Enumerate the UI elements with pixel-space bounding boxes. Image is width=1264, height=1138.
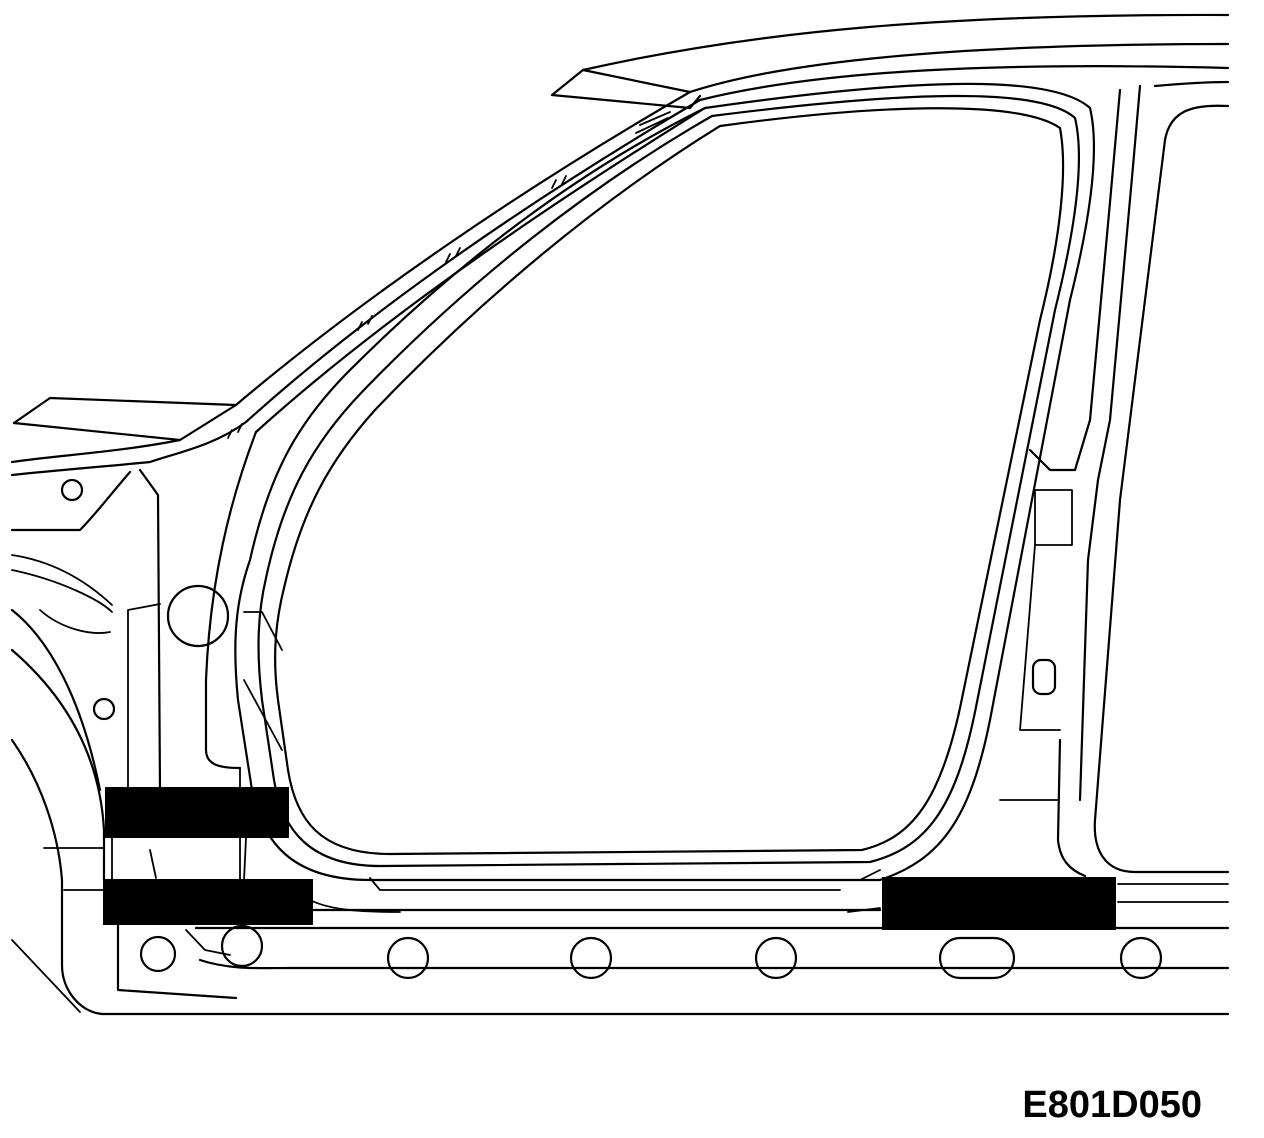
cowl-upper-line <box>10 438 182 464</box>
sill-lower-line-1 <box>198 958 1230 970</box>
cowl-lower-line <box>10 460 152 477</box>
fender-small-hole <box>92 697 116 721</box>
roof-rail-outer-line <box>581 13 1230 72</box>
fender-lower-flange <box>43 847 105 891</box>
a-pillar-lower-diagonal <box>243 611 283 751</box>
door-opening-seal-line <box>274 107 1065 856</box>
sill-hole-6 <box>1119 936 1163 980</box>
sill-hole-1 <box>139 935 177 973</box>
hinge-pillar-rear-edge <box>204 430 258 770</box>
door-opening-inner-flange <box>257 94 1081 868</box>
sill-hole-3 <box>386 936 430 980</box>
front-lower-curve <box>11 939 81 1013</box>
fender-contour-2 <box>11 554 113 606</box>
a-pillar-outer-line-3 <box>254 106 707 434</box>
b-pillar-front-edge <box>1028 88 1122 472</box>
sill-lower-line-2 <box>116 923 238 1000</box>
hinge-pillar-panel <box>127 603 161 791</box>
sill-contour-2 <box>309 899 881 913</box>
wheel-arch-outer <box>10 738 104 1016</box>
fender-contour-3 <box>39 609 111 634</box>
figure-code: E801D050 <box>1022 1084 1202 1126</box>
redaction-bar-lower-right <box>882 877 1116 930</box>
sill-contour-1 <box>369 869 881 891</box>
hinge-pillar-front-edge <box>138 468 162 792</box>
wheel-arch-lip <box>10 608 102 792</box>
hinge-pillar-inner-edge <box>10 470 132 532</box>
redaction-bar-lower-left <box>103 879 313 925</box>
b-pillar-base <box>1056 738 1087 878</box>
sill-hole-4 <box>569 936 613 980</box>
redaction-bar-upper-left <box>105 787 289 838</box>
roof-rail-inner-line-2 <box>698 65 1230 102</box>
b-pillar-front-edge-2 <box>1078 84 1142 802</box>
cowl-flange <box>12 396 238 442</box>
b-pillar-rear-edge <box>1153 80 1230 88</box>
wheel-arch-inner <box>10 648 106 882</box>
b-pillar-inner-panel <box>1019 489 1073 731</box>
sill-rear-contour <box>1117 883 1229 903</box>
sill-oval-hole <box>938 936 1016 980</box>
a-pillar-outer-line-1 <box>234 90 692 407</box>
roof-rail-inner-line <box>581 42 1230 94</box>
b-pillar-slot <box>1031 658 1057 696</box>
sill-hole-2 <box>220 924 264 968</box>
a-pillar-tick-marks <box>227 175 567 439</box>
a-pillar-outer-line-2 <box>148 98 702 464</box>
fender-contour-1 <box>11 569 113 613</box>
sill-bottom-line-2 <box>185 929 231 956</box>
hinge-pillar-large-hole <box>166 584 230 648</box>
a-pillar-trim-strip <box>635 111 671 134</box>
sill-hole-5 <box>754 936 798 980</box>
cowl-hole <box>60 478 84 502</box>
door-opening-outer-flange <box>234 82 1096 882</box>
rear-door-opening-edge <box>1093 104 1230 874</box>
